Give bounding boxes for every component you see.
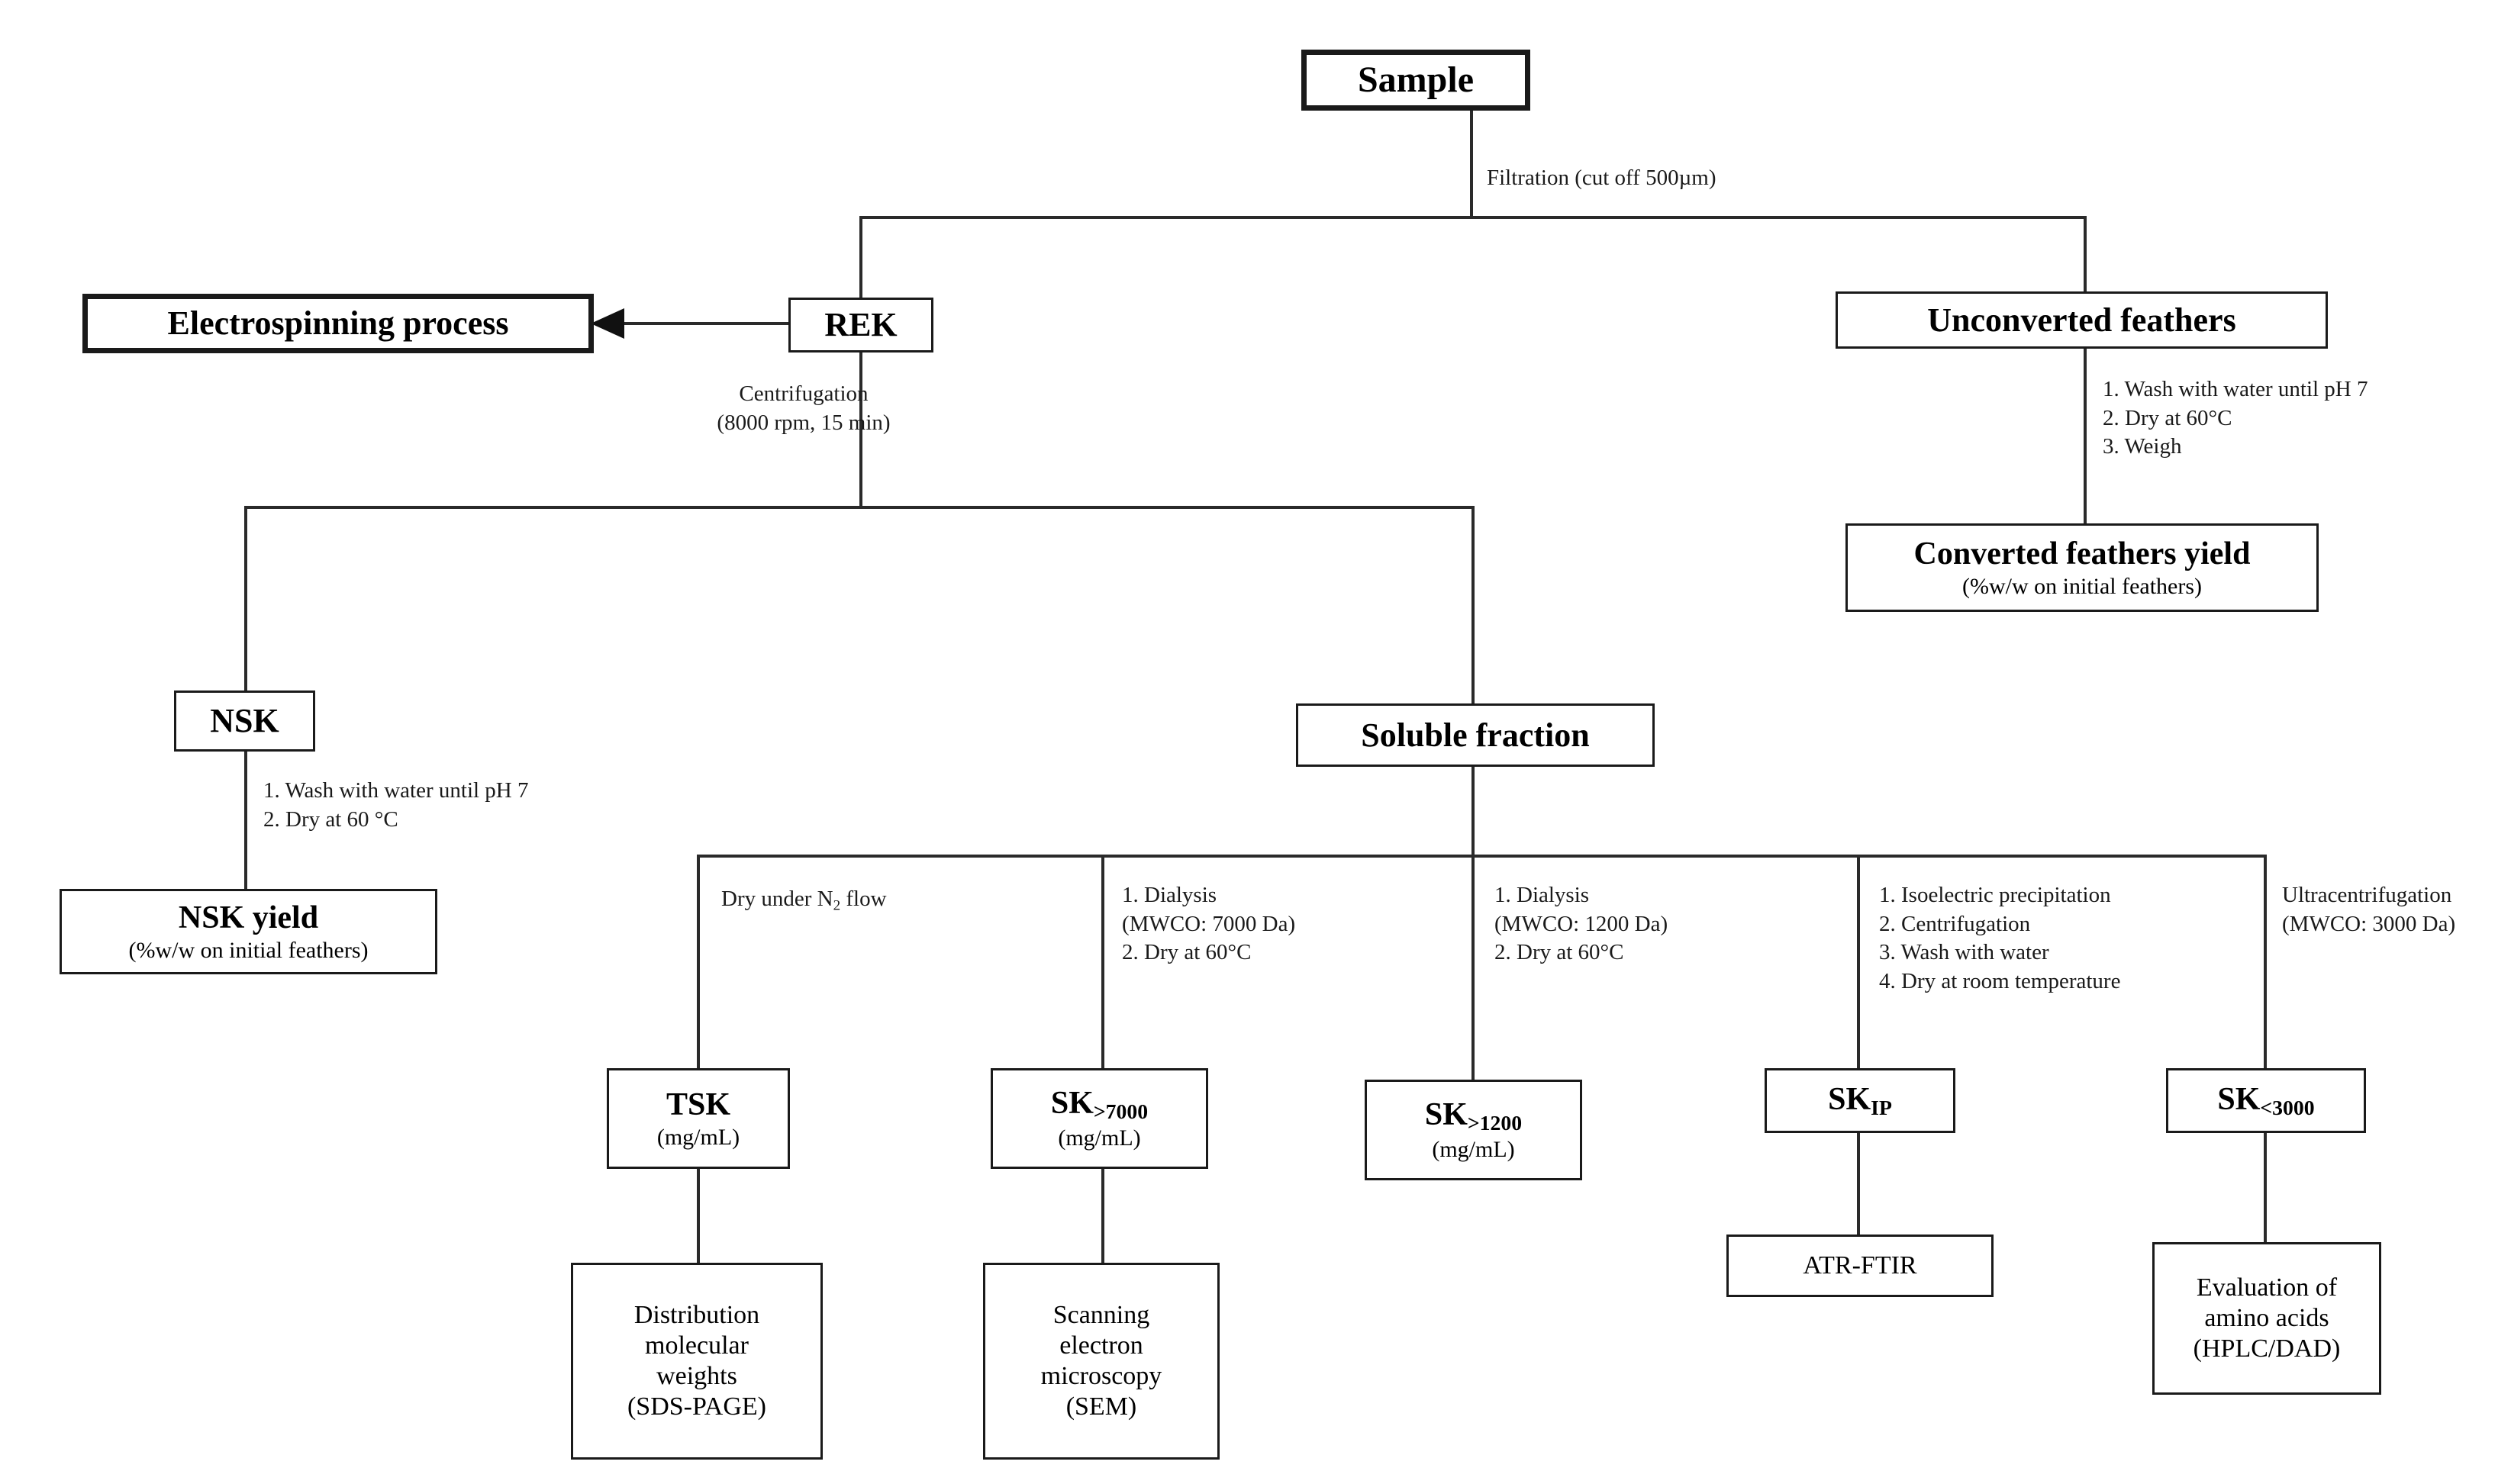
node-rek-label: REK — [824, 306, 898, 344]
node-sk-1200[interactable]: SK>1200 (mg/mL) — [1365, 1080, 1582, 1180]
edge-label-dialysis-1200: 1. Dialysis (MWCO: 1200 Da) 2. Dry at 60… — [1494, 883, 1668, 965]
node-nsk-yield-sub: (%w/w on initial feathers) — [128, 938, 369, 964]
node-sk-3000-subscript: <3000 — [2260, 1095, 2315, 1119]
node-unconverted-feathers[interactable]: Unconverted feathers — [1836, 291, 2328, 349]
node-tsk[interactable]: TSK (mg/mL) — [607, 1068, 790, 1169]
edge-label-ultracentrifugation: Ultracentrifugation (MWCO: 3000 Da) — [2282, 883, 2456, 936]
node-electrospinning-process[interactable]: Electrospinning process — [82, 294, 594, 353]
node-converted-yield-label: Converted feathers yield — [1913, 536, 2251, 571]
node-sk-1200-label: SK>1200 — [1424, 1097, 1523, 1135]
node-converted-feathers-yield[interactable]: Converted feathers yield (%w/w on initia… — [1845, 523, 2319, 612]
node-soluble-fraction[interactable]: Soluble fraction — [1296, 703, 1655, 767]
node-tsk-sub: (mg/mL) — [656, 1125, 740, 1151]
arrowhead-electrospinning — [591, 308, 624, 339]
node-atr-ftir-label: ATR-FTIR — [1803, 1251, 1917, 1280]
node-sk-7000[interactable]: SK>7000 (mg/mL) — [991, 1068, 1208, 1169]
edge-label-dialysis-7000: 1. Dialysis (MWCO: 7000 Da) 2. Dry at 60… — [1122, 883, 1296, 965]
node-nsk-yield-label: NSK yield — [178, 900, 319, 935]
node-sk-3000[interactable]: SK<3000 — [2166, 1068, 2366, 1133]
node-soluble-fraction-label: Soluble fraction — [1361, 716, 1590, 754]
edge-label-isoelectric: 1. Isoelectric precipitation 2. Centrifu… — [1879, 883, 2121, 994]
node-sds-page[interactable]: Distribution molecular weights (SDS-PAGE… — [571, 1263, 823, 1460]
node-sk-1200-subscript: >1200 — [1467, 1111, 1523, 1135]
node-electrospinning-label: Electrospinning process — [167, 304, 509, 343]
node-nsk-label: NSK — [210, 702, 279, 740]
node-amino-acids[interactable]: Evaluation of amino acids (HPLC/DAD) — [2152, 1242, 2381, 1395]
node-tsk-label: TSK — [666, 1086, 731, 1122]
node-converted-yield-sub: (%w/w on initial feathers) — [1961, 574, 2203, 600]
edge-label-filtration: Filtration (cut off 500µm) — [1487, 166, 1716, 190]
node-rek[interactable]: REK — [788, 298, 933, 352]
edge-label-centrifugation: Centrifugation (8000 rpm, 15 min) — [717, 381, 891, 435]
edge-label-nsk-steps: 1. Wash with water until pH 7 2. Dry at … — [263, 778, 529, 832]
edge-label-unconverted-steps: 1. Wash with water until pH 7 2. Dry at … — [2103, 377, 2368, 459]
node-sk-ip-subscript: IP — [1871, 1095, 1892, 1119]
node-sk-3000-label: SK<3000 — [2217, 1081, 2315, 1119]
node-sem[interactable]: Scanning electron microscopy (SEM) — [983, 1263, 1220, 1460]
node-sk-7000-sub: (mg/mL) — [1058, 1125, 1141, 1151]
node-amino-acids-label: Evaluation of amino acids (HPLC/DAD) — [2193, 1273, 2341, 1363]
node-sk-ip-label: SKIP — [1828, 1081, 1892, 1119]
node-sk-1200-sub: (mg/mL) — [1432, 1137, 1515, 1163]
node-atr-ftir[interactable]: ATR-FTIR — [1726, 1235, 1994, 1297]
node-sk-7000-label: SK>7000 — [1050, 1086, 1149, 1124]
node-sk-ip[interactable]: SKIP — [1765, 1068, 1955, 1133]
node-sds-page-label: Distribution molecular weights (SDS-PAGE… — [627, 1300, 766, 1421]
node-sem-label: Scanning electron microscopy (SEM) — [1040, 1300, 1162, 1421]
node-nsk-yield[interactable]: NSK yield (%w/w on initial feathers) — [60, 889, 437, 974]
node-sample-label: Sample — [1357, 59, 1474, 100]
node-unconverted-feathers-label: Unconverted feathers — [1927, 301, 2236, 339]
node-nsk[interactable]: NSK — [174, 690, 315, 752]
node-sk-7000-subscript: >7000 — [1093, 1099, 1149, 1124]
edge-label-dry-under-n2: Dry under N2 flow — [721, 887, 887, 914]
node-sample[interactable]: Sample — [1301, 50, 1530, 111]
